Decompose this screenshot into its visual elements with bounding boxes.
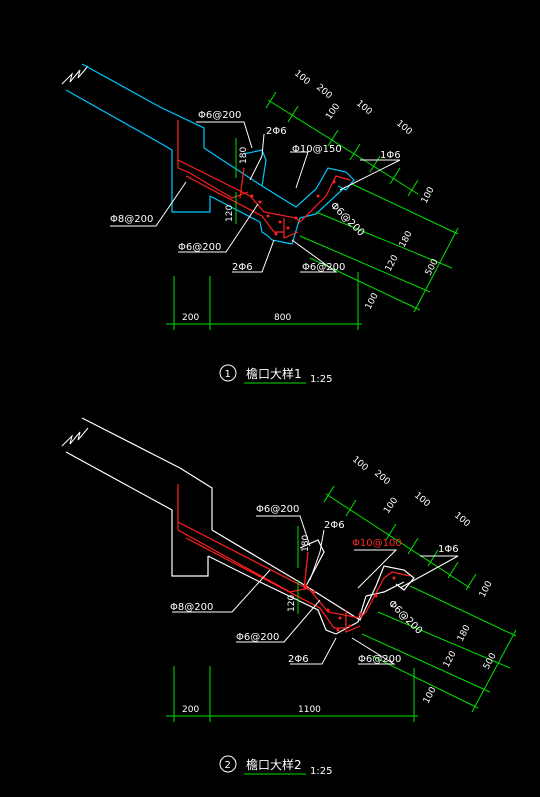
rebar	[177, 120, 351, 239]
label-1phi6: 1Φ6	[438, 544, 459, 555]
dim-top-3: 100	[354, 99, 374, 118]
detail-title: 檐口大样1	[246, 366, 302, 381]
dim-top-3: 100	[412, 491, 432, 510]
label-phi6-200-top: Φ6@200	[198, 110, 241, 121]
dim-right-3: 120	[442, 649, 459, 669]
break-mark	[61, 65, 89, 85]
dim-right-total: 500	[424, 257, 441, 277]
label-phi6-200-left: Φ6@200	[178, 242, 221, 253]
dim-inner-120: 120	[225, 205, 235, 222]
label-phi6-200-bottom: Φ6@200	[358, 654, 401, 665]
rebar-dots	[250, 180, 336, 236]
dim-inner-120: 120	[287, 595, 297, 612]
dim-right-1: 100	[478, 579, 495, 599]
dim-inner-180: 180	[301, 535, 311, 552]
rebar-dots	[304, 576, 396, 632]
label-2phi6-bottom: 2Φ6	[288, 654, 309, 665]
dim-right-4: 100	[364, 291, 381, 311]
dim-top-2: 200	[372, 469, 392, 488]
label-2phi6-bottom: 2Φ6	[232, 262, 253, 273]
label-phi10-150: Φ10@150	[292, 144, 342, 155]
dim-right-4: 100	[422, 685, 439, 705]
dim-right-total: 500	[482, 651, 499, 671]
dim-top-5: 100	[394, 119, 414, 138]
label-2phi6-top: 2Φ6	[266, 126, 287, 137]
label-phi6-200-bottom: Φ6@200	[302, 262, 345, 273]
detail-scale: 1:25	[310, 374, 332, 385]
detail-number: 1	[225, 369, 231, 380]
detail-number-circle	[219, 364, 237, 382]
detail-2: Φ6@200 2Φ6 Φ10@100 1Φ6 Φ8@200 Φ6@200 Φ6@…	[61, 417, 517, 777]
dim-bottom-1: 200	[182, 313, 199, 323]
dim-top-5: 100	[452, 511, 472, 530]
concrete-outline	[65, 63, 355, 245]
detail-1: Φ6@200 2Φ6 Φ10@150 1Φ6 Φ8@200 Φ6@200 Φ6@…	[61, 63, 459, 385]
dim-inner-180: 180	[239, 147, 249, 164]
dim-bottom-1: 200	[182, 705, 199, 715]
label-phi6-200-top: Φ6@200	[256, 504, 299, 515]
concrete-outline	[65, 417, 415, 635]
detail-scale: 1:25	[310, 766, 332, 777]
dim-top-4: 100	[382, 496, 400, 516]
dim-right-2: 180	[398, 229, 415, 249]
detail-title: 檐口大样2	[246, 757, 302, 772]
dim-top-4: 100	[324, 102, 342, 122]
dimension-lines	[166, 485, 517, 722]
dim-top-1: 100	[292, 69, 312, 88]
dim-right-2: 180	[456, 623, 473, 643]
dim-bottom-2: 1100	[298, 705, 321, 715]
dim-top-1: 100	[350, 455, 370, 474]
dim-bottom-2: 800	[274, 313, 291, 323]
detail-number: 2	[225, 760, 231, 771]
dim-right-1: 100	[420, 185, 437, 205]
leader-lines	[110, 121, 401, 273]
label-phi10-100: Φ10@100	[352, 538, 402, 549]
detail-number-circle	[219, 755, 237, 773]
label-phi6-200-left: Φ6@200	[236, 632, 279, 643]
label-1phi6: 1Φ6	[380, 150, 401, 161]
dim-right-3: 120	[384, 253, 401, 273]
label-phi8-200: Φ8@200	[170, 602, 213, 613]
leader-lines	[172, 515, 459, 665]
label-2phi6-top: 2Φ6	[324, 520, 345, 531]
label-phi8-200: Φ8@200	[110, 214, 153, 225]
dim-top-2: 200	[314, 83, 334, 102]
break-mark	[61, 427, 89, 447]
rebar	[177, 484, 411, 633]
